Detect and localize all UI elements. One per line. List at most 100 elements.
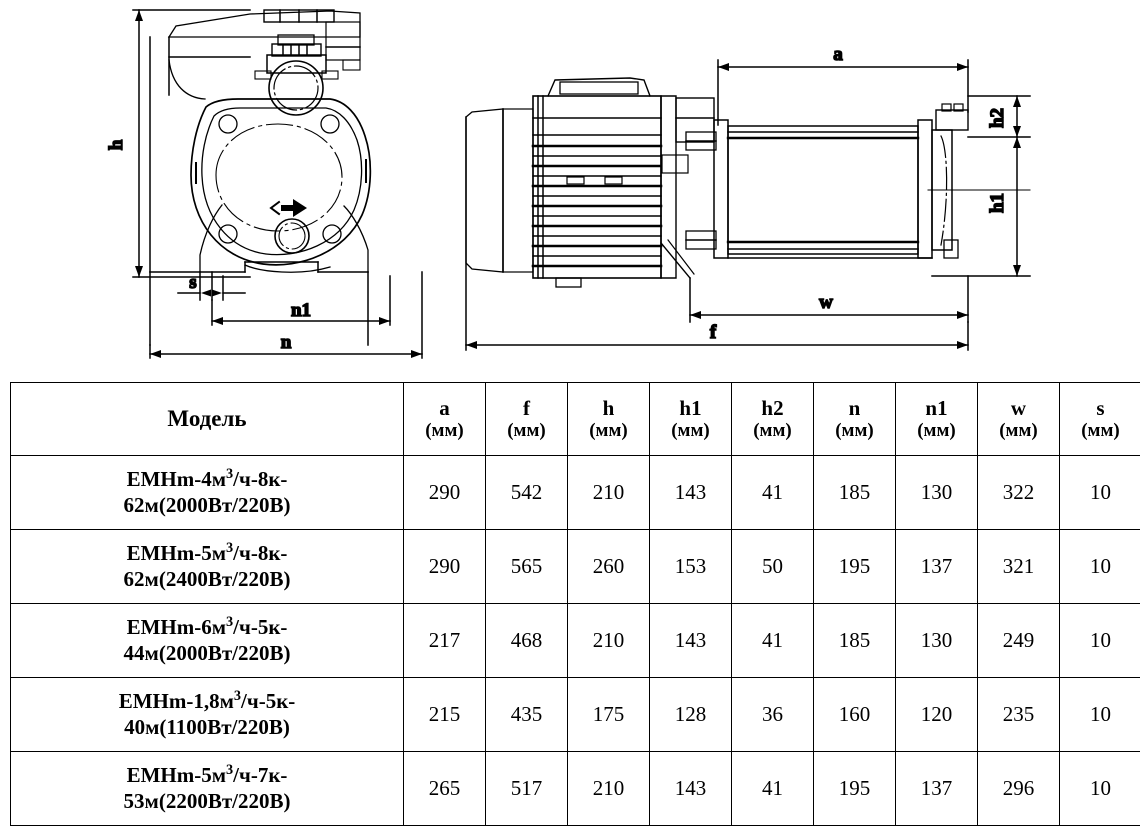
value-cell-h2: 41 — [732, 752, 814, 826]
value-cell-h: 210 — [568, 604, 650, 678]
value-cell-s: 10 — [1060, 678, 1140, 752]
dim-label-h1: h1 — [987, 193, 1008, 213]
value-cell-n1: 137 — [896, 530, 978, 604]
column-symbol-a: a — [439, 396, 450, 420]
dim-label-s: s — [189, 272, 196, 293]
value-cell-h1: 153 — [650, 530, 732, 604]
column-header-h1: h1 (мм) — [650, 383, 732, 456]
column-unit-s: (мм) — [1060, 420, 1140, 441]
value-cell-w: 235 — [978, 678, 1060, 752]
column-symbol-h2: h2 — [761, 396, 783, 420]
model-line-2: 62м(2400Вт/220В) — [124, 567, 291, 591]
value-cell-n1: 130 — [896, 456, 978, 530]
column-symbol-n1: n1 — [925, 396, 947, 420]
value-cell-a: 265 — [404, 752, 486, 826]
model-line-2: 53м(2200Вт/220В) — [124, 789, 291, 813]
table-header: Модель a (мм) f (мм) h (мм) h1 (мм) — [11, 383, 1140, 456]
value-cell-w: 322 — [978, 456, 1060, 530]
value-cell-h: 175 — [568, 678, 650, 752]
specification-table: Модель a (мм) f (мм) h (мм) h1 (мм) — [10, 382, 1140, 826]
column-symbol-h1: h1 — [679, 396, 701, 420]
column-unit-w: (мм) — [978, 420, 1059, 441]
value-cell-f: 542 — [486, 456, 568, 530]
column-unit-h2: (мм) — [732, 420, 813, 441]
pump-side-view: a h2 h1 w f — [466, 44, 1030, 350]
value-cell-n1: 130 — [896, 604, 978, 678]
value-cell-h2: 36 — [732, 678, 814, 752]
value-cell-s: 10 — [1060, 604, 1140, 678]
dim-label-n: n — [281, 332, 292, 353]
model-line-1: EMHm-4м3/ч-8к- — [127, 467, 288, 491]
technical-drawings-area: h s n1 n — [0, 0, 1140, 380]
table-header-row: Модель a (мм) f (мм) h (мм) h1 (мм) — [11, 383, 1140, 456]
column-unit-n: (мм) — [814, 420, 895, 441]
value-cell-h1: 128 — [650, 678, 732, 752]
value-cell-n: 185 — [814, 604, 896, 678]
column-symbol-f: f — [523, 396, 530, 420]
value-cell-n: 195 — [814, 752, 896, 826]
model-line-1: EMHm-1,8м3/ч-5к- — [119, 689, 296, 713]
column-unit-f: (мм) — [486, 420, 567, 441]
value-cell-n: 195 — [814, 530, 896, 604]
column-header-n: n (мм) — [814, 383, 896, 456]
value-cell-h: 210 — [568, 456, 650, 530]
model-cell: EMHm-4м3/ч-8к-62м(2000Вт/220В) — [11, 456, 404, 530]
dim-label-f: f — [710, 322, 717, 343]
column-header-w: w (мм) — [978, 383, 1060, 456]
value-cell-h1: 143 — [650, 752, 732, 826]
model-cell: EMHm-5м3/ч-7к-53м(2200Вт/220В) — [11, 752, 404, 826]
model-line-2: 62м(2000Вт/220В) — [124, 493, 291, 517]
value-cell-h: 210 — [568, 752, 650, 826]
value-cell-w: 321 — [978, 530, 1060, 604]
column-unit-h: (мм) — [568, 420, 649, 441]
value-cell-n1: 137 — [896, 752, 978, 826]
column-symbol-w: w — [1011, 396, 1026, 420]
column-symbol-n: n — [849, 396, 861, 420]
column-symbol-s: s — [1096, 396, 1104, 420]
value-cell-a: 290 — [404, 456, 486, 530]
model-line-2: 40м(1100Вт/220В) — [124, 715, 290, 739]
value-cell-w: 249 — [978, 604, 1060, 678]
value-cell-n1: 120 — [896, 678, 978, 752]
column-unit-n1: (мм) — [896, 420, 977, 441]
value-cell-w: 296 — [978, 752, 1060, 826]
value-cell-f: 565 — [486, 530, 568, 604]
value-cell-h: 260 — [568, 530, 650, 604]
flow-direction-arrow — [271, 199, 307, 217]
column-header-n1: n1 (мм) — [896, 383, 978, 456]
model-cell: EMHm-5м3/ч-8к-62м(2400Вт/220В) — [11, 530, 404, 604]
column-unit-a: (мм) — [404, 420, 485, 441]
column-unit-h1: (мм) — [650, 420, 731, 441]
value-cell-s: 10 — [1060, 752, 1140, 826]
column-header-a: a (мм) — [404, 383, 486, 456]
column-header-h2: h2 (мм) — [732, 383, 814, 456]
model-line-1: EMHm-5м3/ч-7к- — [127, 763, 288, 787]
value-cell-h2: 41 — [732, 604, 814, 678]
column-header-model: Модель — [11, 383, 404, 456]
value-cell-a: 290 — [404, 530, 486, 604]
column-symbol-h: h — [603, 396, 615, 420]
dim-label-n1: n1 — [291, 300, 311, 321]
dim-label-h2: h2 — [987, 108, 1008, 128]
specification-table-container: Модель a (мм) f (мм) h (мм) h1 (мм) — [10, 382, 1126, 826]
value-cell-h1: 143 — [650, 456, 732, 530]
value-cell-f: 435 — [486, 678, 568, 752]
value-cell-h1: 143 — [650, 604, 732, 678]
value-cell-s: 10 — [1060, 456, 1140, 530]
model-line-1: EMHm-5м3/ч-8к- — [127, 541, 288, 565]
value-cell-n: 160 — [814, 678, 896, 752]
value-cell-h2: 50 — [732, 530, 814, 604]
model-line-2: 44м(2000Вт/220В) — [124, 641, 291, 665]
value-cell-n: 185 — [814, 456, 896, 530]
value-cell-a: 217 — [404, 604, 486, 678]
model-cell: EMHm-6м3/ч-5к-44м(2000Вт/220В) — [11, 604, 404, 678]
dim-label-w: w — [819, 292, 833, 313]
model-line-1: EMHm-6м3/ч-5к- — [127, 615, 288, 639]
column-header-s: s (мм) — [1060, 383, 1140, 456]
